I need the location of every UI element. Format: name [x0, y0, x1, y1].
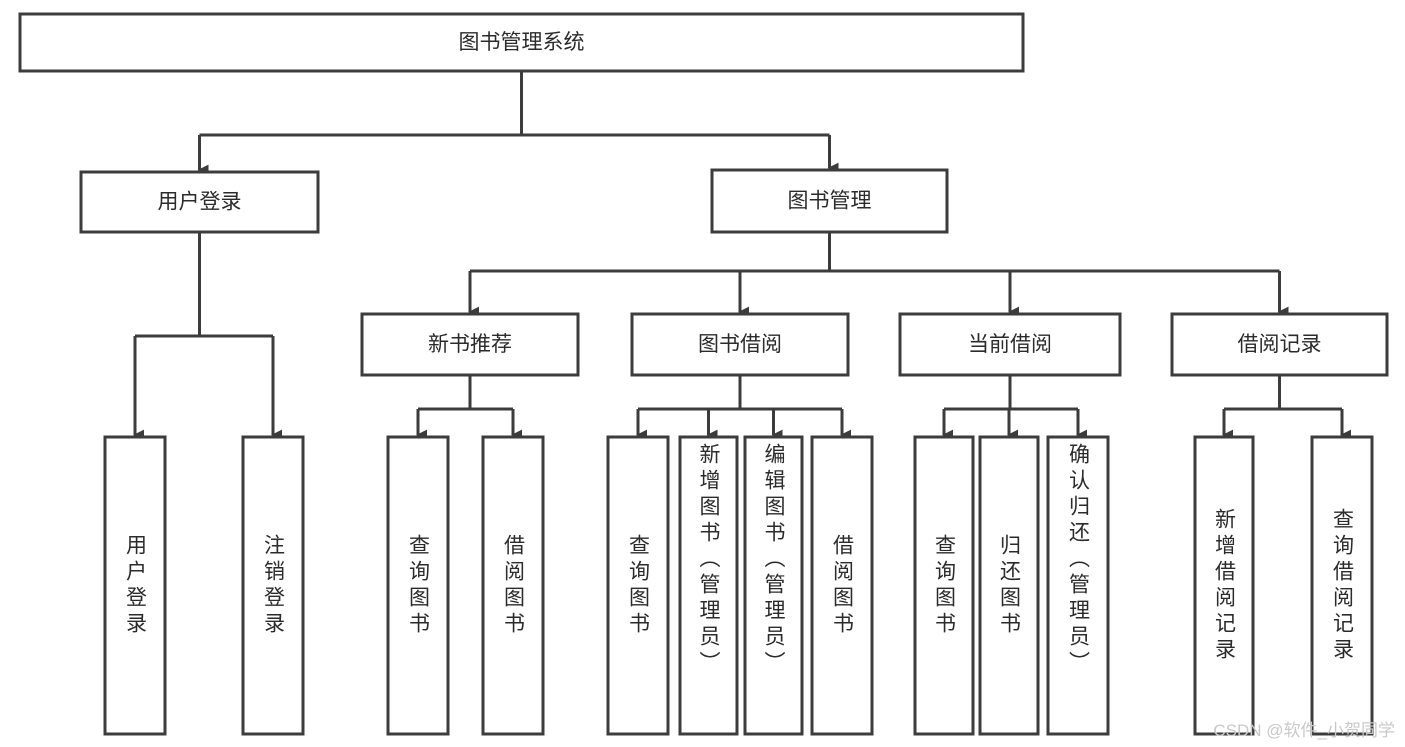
node-current-borrow[interactable]: 当前借阅 — [898, 312, 1122, 377]
node-leaf-query-book-bw[interactable]: 查询图书 — [606, 435, 670, 736]
node-new-book-rec[interactable]: 新书推荐 — [360, 312, 580, 377]
node-leaf-borrow-book-rec[interactable]: 借阅图书 — [481, 435, 545, 736]
node-leaf-query-record[interactable]: 查询借阅记录 — [1310, 435, 1374, 736]
node-label-borrow-record: 借阅记录 — [1238, 333, 1322, 356]
node-label-wrap-leaf-add-book: 新增图书（管理员） — [697, 443, 720, 677]
node-label-wrap-leaf-confirm-return: 确认归还（管理员） — [1066, 443, 1090, 677]
node-box-leaf-user-login — [103, 435, 167, 736]
node-label-leaf-edit-book: 编辑图书（管理员） — [762, 443, 785, 677]
node-box-current-borrow — [898, 312, 1122, 377]
node-leaf-add-record[interactable]: 新增借阅记录 — [1193, 435, 1255, 736]
node-label-wrap-leaf-add-record: 新增借阅记录 — [1212, 507, 1236, 664]
node-box-leaf-edit-book — [743, 435, 804, 736]
node-box-leaf-query-book-cur — [913, 435, 975, 736]
node-label-leaf-query-book-bw: 查询图书 — [626, 533, 650, 638]
node-label-leaf-query-book-rec: 查询图书 — [406, 533, 430, 638]
node-box-leaf-query-book-bw — [606, 435, 670, 736]
node-label-leaf-query-book-cur: 查询图书 — [932, 533, 956, 638]
node-box-borrow-record — [1170, 312, 1389, 377]
node-label-current-borrow: 当前借阅 — [968, 333, 1052, 356]
node-label-wrap-leaf-logout: 注销登录 — [261, 533, 285, 638]
node-label-leaf-user-login: 用户登录 — [123, 533, 147, 638]
node-label-leaf-borrow-book-rec: 借阅图书 — [501, 533, 525, 638]
node-layer: 图书管理系统用户登录图书管理新书推荐图书借阅当前借阅借阅记录用户登录注销登录查询… — [18, 12, 1389, 736]
node-label-root: 图书管理系统 — [459, 31, 585, 54]
node-book-borrow[interactable]: 图书借阅 — [630, 312, 850, 377]
node-label-leaf-logout: 注销登录 — [261, 533, 285, 638]
node-leaf-edit-book[interactable]: 编辑图书（管理员） — [743, 435, 804, 736]
node-book-manage[interactable]: 图书管理 — [710, 168, 949, 234]
node-leaf-confirm-return[interactable]: 确认归还（管理员） — [1046, 435, 1110, 736]
node-box-new-book-rec — [360, 312, 580, 377]
node-label-wrap-leaf-query-book-rec: 查询图书 — [406, 533, 430, 638]
node-box-leaf-add-book — [678, 435, 739, 736]
node-label-wrap-leaf-query-book-cur: 查询图书 — [932, 533, 956, 638]
node-label-wrap-leaf-user-login: 用户登录 — [123, 533, 147, 638]
node-leaf-borrow-book-bw[interactable]: 借阅图书 — [810, 435, 874, 736]
node-label-new-book-rec: 新书推荐 — [428, 333, 512, 356]
node-box-leaf-query-record — [1310, 435, 1374, 736]
node-box-leaf-confirm-return — [1046, 435, 1110, 736]
node-label-user-login: 用户登录 — [158, 191, 242, 214]
node-leaf-user-login[interactable]: 用户登录 — [103, 435, 167, 736]
node-root[interactable]: 图书管理系统 — [18, 12, 1025, 73]
node-box-leaf-borrow-book-bw — [810, 435, 874, 736]
node-label-leaf-return-book: 归还图书 — [997, 533, 1021, 638]
node-label-wrap-leaf-query-record: 查询借阅记录 — [1330, 507, 1354, 664]
node-label-wrap-leaf-borrow-book-rec: 借阅图书 — [501, 533, 525, 638]
node-label-wrap-leaf-query-book-bw: 查询图书 — [626, 533, 650, 638]
node-label-book-manage: 图书管理 — [788, 190, 872, 213]
node-box-user-login — [79, 170, 320, 234]
node-label-wrap-leaf-return-book: 归还图书 — [997, 533, 1021, 638]
node-user-login[interactable]: 用户登录 — [79, 170, 320, 234]
node-label-leaf-query-record: 查询借阅记录 — [1330, 507, 1354, 664]
node-label-leaf-add-record: 新增借阅记录 — [1212, 507, 1236, 664]
node-leaf-return-book[interactable]: 归还图书 — [978, 435, 1040, 736]
node-borrow-record[interactable]: 借阅记录 — [1170, 312, 1389, 377]
node-box-root — [18, 12, 1025, 73]
node-label-leaf-add-book: 新增图书（管理员） — [697, 443, 720, 677]
node-label-leaf-confirm-return: 确认归还（管理员） — [1066, 443, 1090, 677]
node-label-leaf-borrow-book-bw: 借阅图书 — [830, 533, 854, 638]
node-label-book-borrow: 图书借阅 — [698, 333, 782, 356]
node-label-wrap-leaf-edit-book: 编辑图书（管理员） — [762, 443, 785, 677]
node-box-book-borrow — [630, 312, 850, 377]
node-box-leaf-return-book — [978, 435, 1040, 736]
node-box-book-manage — [710, 168, 949, 234]
node-leaf-query-book-cur[interactable]: 查询图书 — [913, 435, 975, 736]
node-leaf-add-book[interactable]: 新增图书（管理员） — [678, 435, 739, 736]
node-box-leaf-logout — [241, 435, 305, 736]
node-leaf-logout[interactable]: 注销登录 — [241, 435, 305, 736]
node-leaf-query-book-rec[interactable]: 查询图书 — [386, 435, 450, 736]
node-label-wrap-leaf-borrow-book-bw: 借阅图书 — [830, 533, 854, 638]
node-box-leaf-add-record — [1193, 435, 1255, 736]
connector-layer — [133, 71, 1352, 441]
node-box-leaf-query-book-rec — [386, 435, 450, 736]
node-box-leaf-borrow-book-rec — [481, 435, 545, 736]
